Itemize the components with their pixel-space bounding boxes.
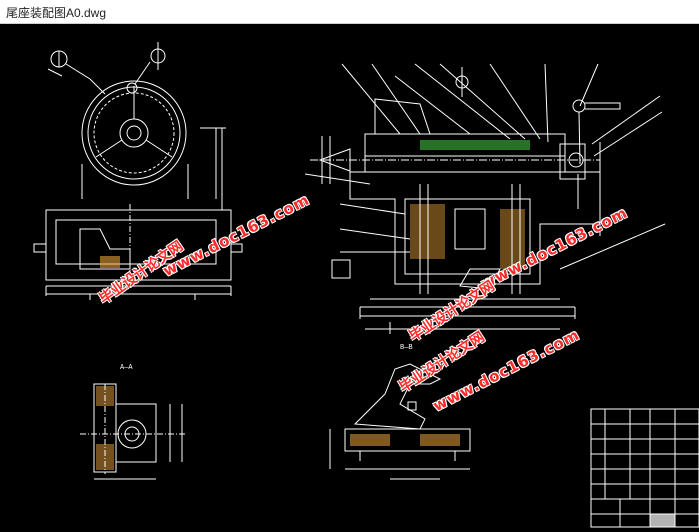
title-block (590, 408, 699, 528)
view-label-b: B—B (400, 344, 413, 352)
handwheel-view (33, 42, 243, 300)
title-bar: 尾座装配图A0.dwg (0, 0, 699, 24)
section-b-view (329, 363, 471, 480)
drawing-canvas[interactable]: A—A B—B www.doc163.com 毕业设计论文网 www.doc16… (0, 24, 699, 532)
cad-drawing (33, 42, 699, 528)
main-section-view (304, 63, 666, 334)
section-a-view (80, 383, 185, 480)
view-label-a: A—A (120, 364, 133, 372)
window-title: 尾座装配图A0.dwg (6, 6, 107, 20)
